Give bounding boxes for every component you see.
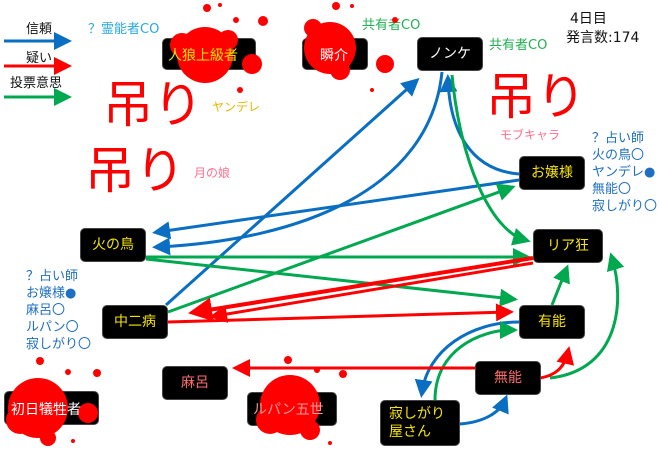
day-label: 4日目 [570, 11, 607, 27]
blood-splat-icon [256, 356, 347, 445]
node-hinotori[interactable]: 火の鳥 [80, 228, 146, 262]
seer-right-line: ？占い師 [592, 131, 645, 146]
seer-result-left: ？占い師 お嬢様● 麻呂〇 ルパン〇 寂しがり〇 [26, 268, 91, 353]
hang-mark-yandere: 吊り [103, 76, 203, 134]
seer-left-line: ルパン〇 [26, 320, 79, 335]
blood-splat-icon [304, 2, 398, 92]
dead-tsuki-label: 月の娘 [194, 166, 231, 180]
seer-result-right: ？占い師 火の鳥〇 ヤンデレ● 無能〇 寂しがり〇 [592, 130, 657, 215]
node-munou[interactable]: 無能 [475, 361, 541, 395]
node-chuuni[interactable]: 中二病 [102, 305, 168, 339]
legend-suspect-label: 疑い [26, 51, 53, 66]
node-yuunou[interactable]: 有能 [519, 305, 585, 339]
edge-suspect-chuuni-yuunou [167, 303, 514, 324]
node-riakyou[interactable]: リア狂 [533, 229, 603, 263]
edge-suspect-riakyou-chuuni-2 [209, 261, 534, 323]
hang-mark-mob: 吊り [486, 68, 586, 126]
node-lupin-label: ルパン五世 [253, 402, 324, 418]
seer-right-line: 無能〇 [592, 182, 632, 197]
medium-co-label: ？霊能者CO [88, 22, 160, 37]
seer-right-line: 火の鳥〇 [592, 148, 645, 163]
node-shunsuke-label: 瞬介 [320, 48, 348, 64]
edge-suspect-munou-yuunou [539, 346, 575, 380]
seer-right-line: 寂しがり〇 [592, 199, 658, 214]
shared-co-label-1: 共有者CO [362, 18, 421, 33]
edge-trust-nonke-hinotori [152, 71, 444, 256]
dead-yandere-label: ヤンデレ [212, 100, 261, 114]
node-maro[interactable]: 麻呂 [162, 366, 228, 400]
node-shonichi-label: 初日犠牲者 [11, 402, 81, 418]
blood-splat-icon [170, 3, 268, 93]
seer-left-line: ？占い師 [26, 269, 79, 284]
edge-vote-yuunou-riakyou [550, 264, 570, 306]
seer-left-line: 麻呂〇 [26, 303, 66, 318]
seer-right-line: ヤンデレ● [592, 165, 656, 180]
node-sabishi[interactable]: 寂しがり屋さん [380, 400, 460, 446]
edge-trust-chuuni-nonke [164, 77, 420, 307]
blood-splat-icon [6, 357, 101, 446]
edge-trust-sabishi-munou [459, 394, 509, 426]
shared-co-label-2: 共有者CO [489, 38, 548, 53]
edge-vote-munou-riakyou [549, 252, 625, 380]
seer-left-line: 寂しがり〇 [26, 337, 92, 352]
legend-trust-label: 信頼 [26, 22, 53, 37]
edge-vote-nonke-riakyou [450, 74, 531, 246]
seer-left-line: お嬢様● [26, 286, 77, 301]
node-ojousama[interactable]: お嬢様 [519, 156, 585, 190]
post-count: 発言数:174 [566, 30, 640, 46]
dead-mob-label: モブキャラ [500, 128, 561, 142]
hang-mark-tsuki: 吊り [85, 142, 185, 200]
edge-suspect-riakyou-chuuni [188, 256, 534, 322]
edge-vote-chuuni-ojousama [167, 183, 516, 314]
edge-trust-ojousama-nonke [439, 74, 520, 176]
node-nonke[interactable]: ノンケ [417, 37, 483, 71]
legend-vote-label: 投票意思 [10, 76, 63, 91]
edge-vote-sabishi-yuunou [433, 321, 518, 401]
edge-vote-hinotori-yuunou [145, 257, 518, 307]
node-jinrou-label: 人狼上級者 [168, 48, 238, 64]
